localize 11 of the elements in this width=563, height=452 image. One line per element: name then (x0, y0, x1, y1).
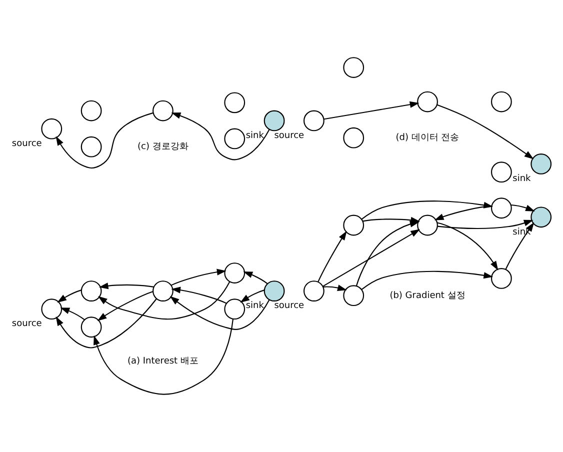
label: (c) 경로강화 (138, 142, 188, 152)
node-label: source (274, 130, 304, 141)
node-label: sink (246, 130, 264, 141)
node-label: sink (512, 174, 531, 184)
label: (d) 데이터 전송 (396, 133, 460, 144)
node-label: sink (246, 301, 264, 312)
label: (b) Gradient 설정 (390, 290, 466, 301)
node-label: source (274, 301, 304, 312)
label: (a) Interest 배포 (127, 356, 198, 367)
node-label: source (12, 319, 42, 330)
node-label: source (12, 138, 42, 149)
